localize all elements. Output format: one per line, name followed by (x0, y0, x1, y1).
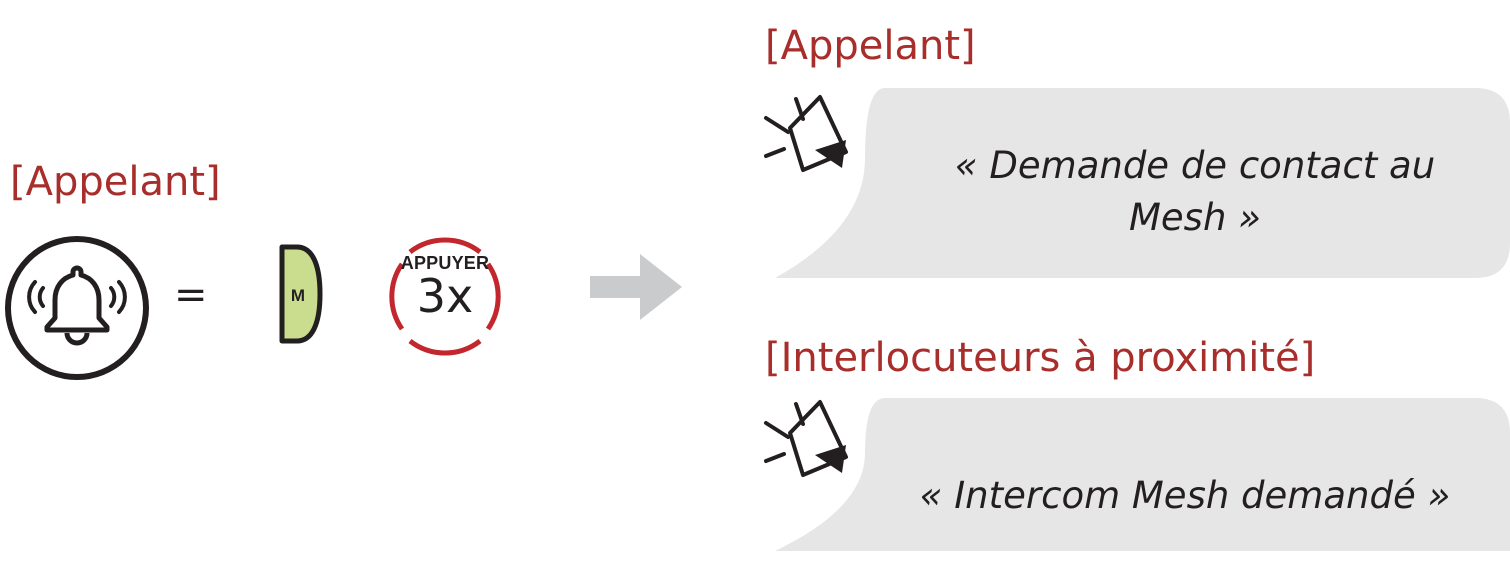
nearby-heading: [Interlocuteurs à proximité] (765, 335, 1316, 381)
right-arrow-icon (590, 254, 682, 320)
speech-bubble-caller: « Demande de contact au Mesh » (775, 88, 1510, 278)
caller-heading: [Appelant] (10, 159, 221, 205)
m-button-letter: M (291, 286, 305, 305)
speech-bubble-nearby: « Intercom Mesh demandé » (775, 398, 1510, 588)
caller-message: « Demande de contact au Mesh » (954, 144, 1436, 239)
speaker-icon (764, 400, 848, 477)
press-label: APPUYER (400, 253, 490, 273)
press-count: 3x (416, 269, 474, 323)
caller-heading-right: [Appelant] (765, 23, 976, 69)
ringing-bell-icon (5, 236, 149, 380)
speaker-icon (764, 95, 848, 172)
press-count-badge-icon: APPUYER 3x (382, 231, 508, 359)
equals-sign: = (174, 272, 208, 318)
nearby-message: « Intercom Mesh demandé » (919, 474, 1451, 517)
m-button-icon: M (279, 244, 323, 344)
